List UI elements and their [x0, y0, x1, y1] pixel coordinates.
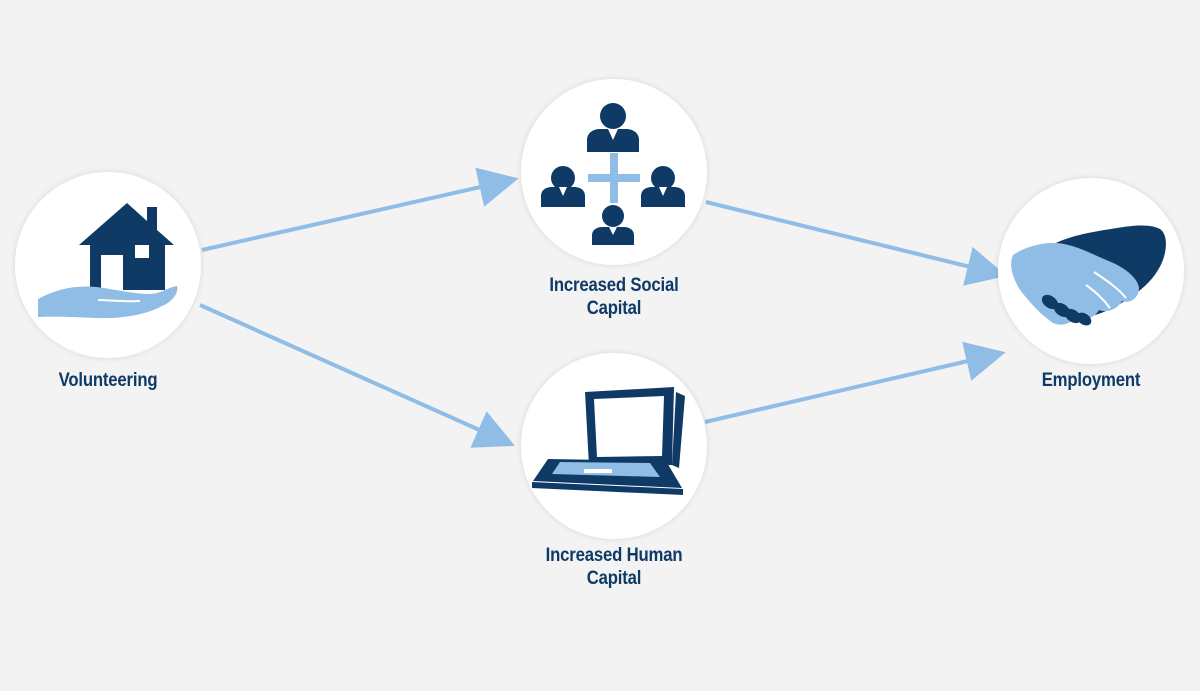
edges: [199, 167, 1007, 448]
arrow-social-to-employment: [705, 200, 1007, 286]
arrow-volunteering-to-social: [201, 167, 519, 252]
node-label-human-capital-line-1: Increased Human: [545, 545, 683, 566]
node-label-human-capital-line-2: Capital: [586, 568, 642, 589]
hand-house-icon: [38, 203, 178, 319]
node-label-social-capital-line-1: Increased Social: [549, 275, 679, 296]
node-label-social-capital: Increased Social Capital: [508, 274, 719, 320]
node-label-human-capital: Increased Human Capital: [508, 544, 719, 590]
arrow-human-to-employment: [704, 341, 1006, 424]
node-label-volunteering-line-1: Volunteering: [58, 370, 158, 391]
node-label-employment: Employment: [1003, 369, 1179, 392]
arrow-volunteering-to-human: [199, 303, 515, 448]
node-label-employment-line-1: Employment: [1041, 370, 1141, 391]
node-label-social-capital-line-2: Capital: [586, 298, 642, 319]
handshake-icon: [1011, 225, 1166, 326]
node-label-volunteering: Volunteering: [20, 369, 196, 392]
people-network-icon: [541, 103, 685, 245]
laptop-icon: [532, 387, 685, 495]
